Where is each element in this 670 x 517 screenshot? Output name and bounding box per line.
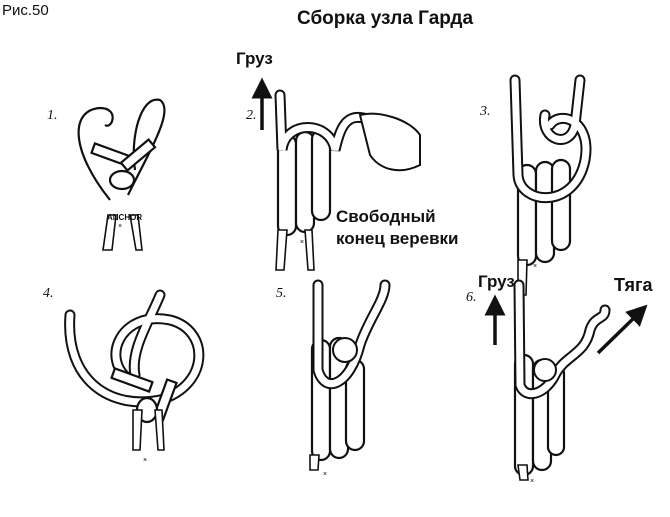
step-number-6: 6.: [466, 290, 477, 305]
pull-arrow-step-6: [596, 304, 648, 355]
step-4-illustration: ×: [64, 289, 205, 464]
step-number-2: 2.: [246, 108, 257, 123]
svg-text:×: ×: [118, 223, 122, 230]
free-end-label-line1: Свободный: [336, 207, 436, 226]
figure-label: Рис.50: [2, 2, 49, 19]
step-5-illustration: ×: [309, 279, 391, 478]
load-label-step-6: Груз: [478, 272, 515, 291]
diagram-title: Сборка узла Гарда: [296, 8, 474, 29]
svg-text:×: ×: [530, 478, 534, 485]
step-number-1: 1.: [47, 108, 58, 123]
free-end-label-line2: конец веревки: [336, 229, 459, 248]
step-number-3: 3.: [480, 104, 491, 119]
step-number-4: 4.: [43, 286, 54, 301]
pull-label: Тяга: [614, 275, 653, 295]
svg-text:×: ×: [323, 471, 327, 478]
step-number-5: 5.: [276, 286, 287, 301]
step-6-illustration: ×: [513, 279, 611, 485]
svg-text:×: ×: [300, 239, 304, 246]
step-2-illustration: ×: [274, 89, 421, 271]
anchor-label: ANCHOR: [107, 213, 143, 222]
step-1-illustration: ×: [77, 98, 166, 251]
load-label-step-2: Груз: [236, 49, 273, 68]
svg-text:×: ×: [143, 457, 147, 464]
svg-text:×: ×: [533, 263, 537, 270]
step-3-illustration: ×: [509, 74, 592, 296]
